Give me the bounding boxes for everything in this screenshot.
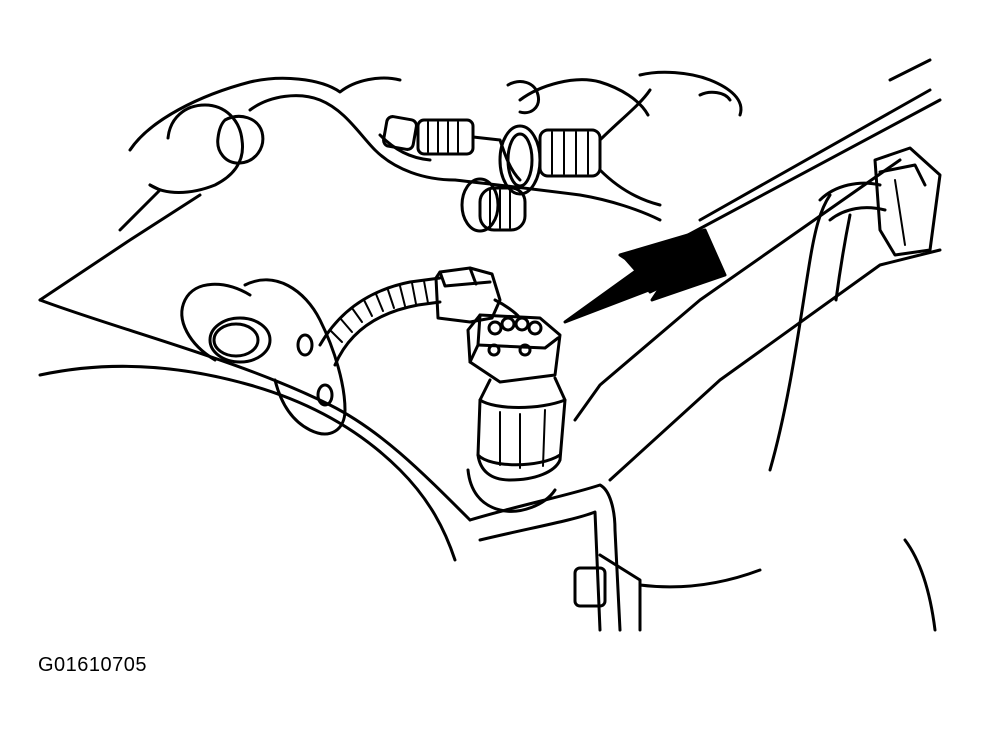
wiring-harness xyxy=(318,276,442,367)
background-panel xyxy=(38,58,942,562)
figure-code: G01610705 xyxy=(38,654,148,676)
lower-bracket xyxy=(468,483,937,632)
tube-fittings xyxy=(378,70,743,207)
harness-clip xyxy=(434,266,502,324)
right-hose xyxy=(768,146,942,472)
upper-casting xyxy=(118,76,457,232)
stud-bolt xyxy=(460,177,527,233)
callout-arrow xyxy=(563,228,727,324)
exhaust-flange xyxy=(180,278,347,436)
oxygen-sensor xyxy=(466,298,567,513)
